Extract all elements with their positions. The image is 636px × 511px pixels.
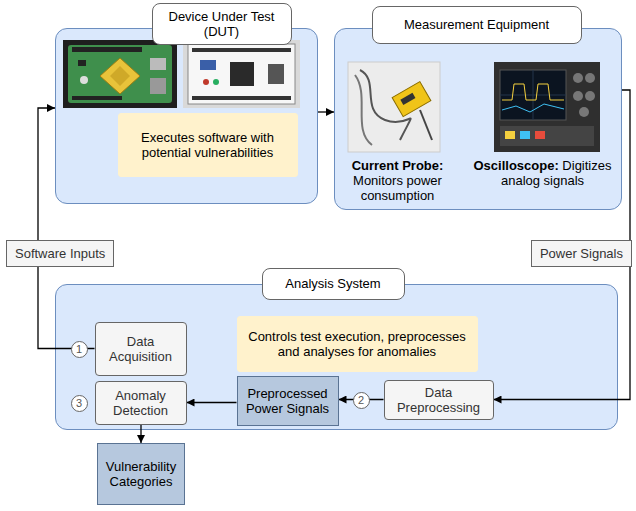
current-probe-photo (400, 93, 415, 105)
connector-arrow (318, 111, 334, 112)
dut-board-photo (188, 44, 295, 104)
description-box: Controls test execution, preprocesses an… (237, 316, 478, 372)
edge-label: Software Inputs (6, 240, 114, 267)
dut-board-photo (78, 60, 86, 66)
current-probe-photo (348, 62, 440, 152)
dut-board-photo (213, 79, 219, 85)
oscilloscope-photo (500, 95, 566, 96)
current-probe-photo (355, 75, 372, 145)
dut-board-photo (80, 76, 88, 84)
panel-heading: Analysis System (262, 268, 405, 300)
dut-board-photo (183, 40, 300, 108)
dut-board-photo (200, 60, 216, 70)
callout-number: 2 (353, 392, 370, 409)
dut-board-photo (150, 58, 166, 70)
current-probe-photo (348, 62, 440, 152)
oscilloscope-photo (502, 84, 564, 100)
oscilloscope-photo (494, 62, 600, 152)
dut-board-photo (63, 40, 177, 108)
device-caption: Current Probe: Monitors power consumptio… (342, 158, 454, 203)
step-box: Anomaly Detection (95, 381, 187, 425)
oscilloscope-photo (585, 91, 595, 101)
dut-board-photo (110, 66, 130, 86)
oscilloscope-photo (535, 131, 545, 139)
oscilloscope-photo (579, 107, 589, 117)
box-label: Vulnerability Categories (102, 459, 180, 489)
dut-board-photo (63, 40, 177, 108)
oscilloscope-photo (500, 126, 594, 146)
system-panel: Analysis SystemData AcquisitionControls … (55, 284, 618, 430)
dut-board-photo (72, 47, 142, 52)
dut-board-photo (192, 48, 291, 52)
connector-arrow (140, 425, 141, 444)
dut-board-photo (150, 78, 166, 94)
current-probe-photo (392, 82, 431, 117)
oscilloscope-photo (494, 62, 600, 152)
box-label: Executes software with potential vulnera… (123, 130, 293, 160)
callout-number: 1 (71, 341, 88, 358)
oscilloscope-photo (502, 104, 564, 112)
dut-board-photo (68, 45, 172, 103)
panel-heading: Measurement Equipment (372, 6, 582, 44)
connector-arrow (38, 108, 95, 349)
dut-board-photo (72, 96, 122, 100)
panel-heading: Device Under Test (DUT) (152, 3, 292, 45)
box-label: Preprocessed Power Signals (242, 386, 334, 416)
box-label: Anomaly Detection (100, 388, 182, 418)
device-caption: Oscilloscope: Digitizes analog signals (470, 158, 616, 188)
box-label: Data Preprocessing (389, 385, 489, 415)
callout-number: 3 (71, 395, 88, 412)
oscilloscope-photo (500, 70, 566, 120)
oscilloscope-photo (505, 131, 515, 139)
dut-board-photo (203, 79, 209, 85)
current-probe-photo (420, 110, 432, 140)
dut-board-photo (192, 96, 291, 100)
connector-arrow (187, 402, 237, 403)
edge-label: Power Signals (531, 240, 632, 267)
dut-board-photo (230, 62, 254, 86)
oscilloscope-photo (585, 73, 595, 83)
box-label: Controls test execution, preprocesses an… (242, 329, 473, 359)
current-probe-photo (392, 82, 431, 117)
dut-board-photo (100, 58, 140, 94)
dut-board-photo (183, 40, 300, 108)
oscilloscope-photo (573, 73, 583, 83)
data-box: Preprocessed Power Signals (237, 376, 339, 426)
dut-board-photo (268, 64, 284, 84)
oscilloscope-photo (573, 91, 583, 101)
box-label: Data Acquisition (100, 334, 182, 364)
step-box: Data Preprocessing (384, 380, 494, 420)
output-box: Vulnerability Categories (97, 443, 185, 505)
step-box: Data Acquisition (95, 322, 187, 376)
process-box: Executes software with potential vulnera… (118, 113, 298, 177)
oscilloscope-photo (520, 131, 530, 139)
